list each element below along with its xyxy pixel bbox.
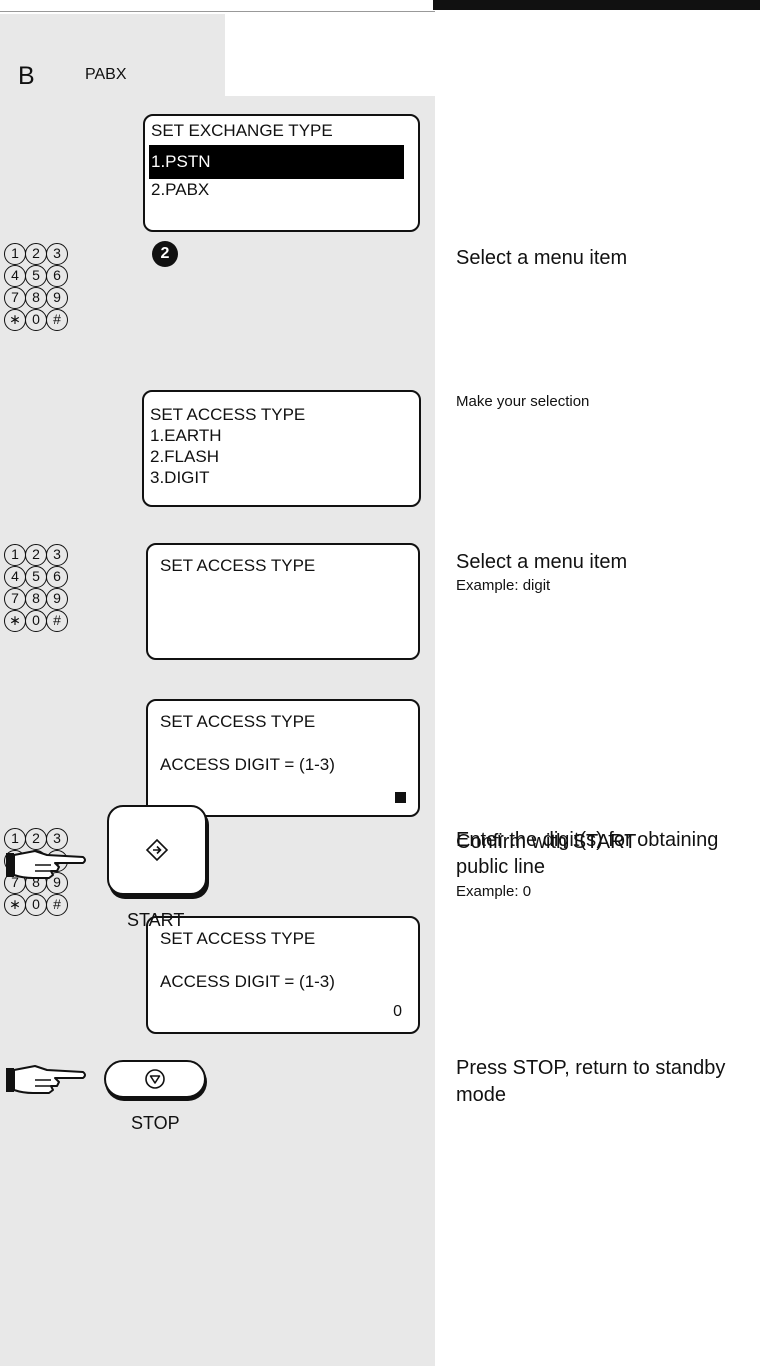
key-0[interactable]: 0 bbox=[25, 610, 47, 632]
key-star[interactable]: ∗ bbox=[4, 610, 26, 632]
top-rule bbox=[0, 0, 435, 12]
key-2[interactable]: 2 bbox=[25, 544, 47, 566]
key-4[interactable]: 4 bbox=[4, 566, 26, 588]
section-title: PABX bbox=[85, 66, 127, 83]
key-7[interactable]: 7 bbox=[4, 287, 26, 309]
key-star[interactable]: ∗ bbox=[4, 309, 26, 331]
key-0[interactable]: 0 bbox=[25, 309, 47, 331]
key-8[interactable]: 8 bbox=[25, 287, 47, 309]
key-9[interactable]: 9 bbox=[46, 872, 68, 894]
lcd-title: SET EXCHANGE TYPE bbox=[151, 121, 333, 140]
section-letter: B bbox=[18, 62, 35, 90]
key-3[interactable]: 3 bbox=[46, 828, 68, 850]
lcd-title: SET ACCESS TYPE bbox=[150, 405, 306, 424]
lcd-access-digit-entered: SET ACCESS TYPE ACCESS DIGIT = (1-3) 0 bbox=[146, 916, 420, 1034]
key-3[interactable]: 3 bbox=[46, 544, 68, 566]
key-9[interactable]: 9 bbox=[46, 588, 68, 610]
start-label: START bbox=[127, 910, 185, 930]
key-3[interactable]: 3 bbox=[46, 243, 68, 265]
lcd-title: SET ACCESS TYPE bbox=[160, 556, 316, 575]
instruction-make-selection: Make your selection bbox=[456, 393, 590, 410]
instruction-enter-digit-2: public line bbox=[456, 856, 545, 878]
step-badge: 2 bbox=[152, 241, 178, 267]
key-1[interactable]: 1 bbox=[4, 544, 26, 566]
key-star[interactable]: ∗ bbox=[4, 894, 26, 916]
lcd-access-digit: SET ACCESS TYPE ACCESS DIGIT = (1-3) bbox=[146, 699, 420, 817]
key-2[interactable]: 2 bbox=[25, 243, 47, 265]
lcd-title: SET ACCESS TYPE bbox=[160, 712, 316, 731]
section-tab: B PABX bbox=[0, 14, 225, 96]
key-hash[interactable]: # bbox=[46, 309, 68, 331]
instruction-example-zero: Example: 0 bbox=[456, 883, 532, 900]
instruction-enter-digit-1: Enter the digit(s) for obtaining bbox=[456, 829, 719, 851]
key-0[interactable]: 0 bbox=[25, 894, 47, 916]
key-8[interactable]: 8 bbox=[25, 588, 47, 610]
lcd-option-earth: 1.EARTH bbox=[150, 426, 222, 445]
lcd-option-flash: 2.FLASH bbox=[150, 447, 219, 466]
instruction-confirm: Confirm with START bbox=[456, 831, 637, 853]
key-9[interactable]: 9 bbox=[46, 287, 68, 309]
stop-button[interactable] bbox=[104, 1060, 206, 1098]
instruction-select-2: Select a menu item bbox=[456, 551, 628, 573]
instruction-stop-2: mode bbox=[456, 1084, 507, 1106]
lcd-prompt: ACCESS DIGIT = (1-3) bbox=[160, 755, 335, 774]
triangle-down-icon bbox=[145, 1069, 165, 1089]
lcd-entered-value: 0 bbox=[393, 1003, 402, 1020]
key-hash[interactable]: # bbox=[46, 610, 68, 632]
lcd-cursor bbox=[395, 792, 406, 803]
start-button[interactable] bbox=[107, 805, 207, 895]
instruction-select-1: Select a menu item bbox=[456, 247, 628, 269]
key-6[interactable]: 6 bbox=[46, 265, 68, 287]
pointing-hand-icon bbox=[6, 1065, 86, 1094]
key-5[interactable]: 5 bbox=[25, 566, 47, 588]
key-1[interactable]: 1 bbox=[4, 243, 26, 265]
lcd-access-blank: SET ACCESS TYPE bbox=[146, 543, 420, 660]
top-black-bar bbox=[433, 0, 760, 10]
key-6[interactable]: 6 bbox=[46, 566, 68, 588]
instruction-stop-1: Press STOP, return to standby bbox=[456, 1057, 726, 1079]
diamond-arrow-icon bbox=[145, 838, 169, 862]
lcd-option-pstn: 1.PSTN bbox=[149, 145, 404, 179]
lcd-option-pabx: 2.PABX bbox=[151, 180, 210, 199]
lcd-prompt: ACCESS DIGIT = (1-3) bbox=[160, 972, 335, 991]
key-4[interactable]: 4 bbox=[4, 265, 26, 287]
lcd-access-menu: SET ACCESS TYPE 1.EARTH 2.FLASH 3.DIGIT bbox=[142, 390, 421, 507]
key-5[interactable]: 5 bbox=[25, 265, 47, 287]
pointing-hand-icon bbox=[6, 850, 86, 879]
lcd-exchange-type: SET EXCHANGE TYPE 1.PSTN 2.PABX bbox=[143, 114, 420, 232]
key-hash[interactable]: # bbox=[46, 894, 68, 916]
lcd-title: SET ACCESS TYPE bbox=[160, 929, 316, 948]
instruction-example-digit: Example: digit bbox=[456, 577, 551, 594]
lcd-option-digit: 3.DIGIT bbox=[150, 468, 210, 487]
stop-label: STOP bbox=[131, 1113, 180, 1133]
key-7[interactable]: 7 bbox=[4, 588, 26, 610]
